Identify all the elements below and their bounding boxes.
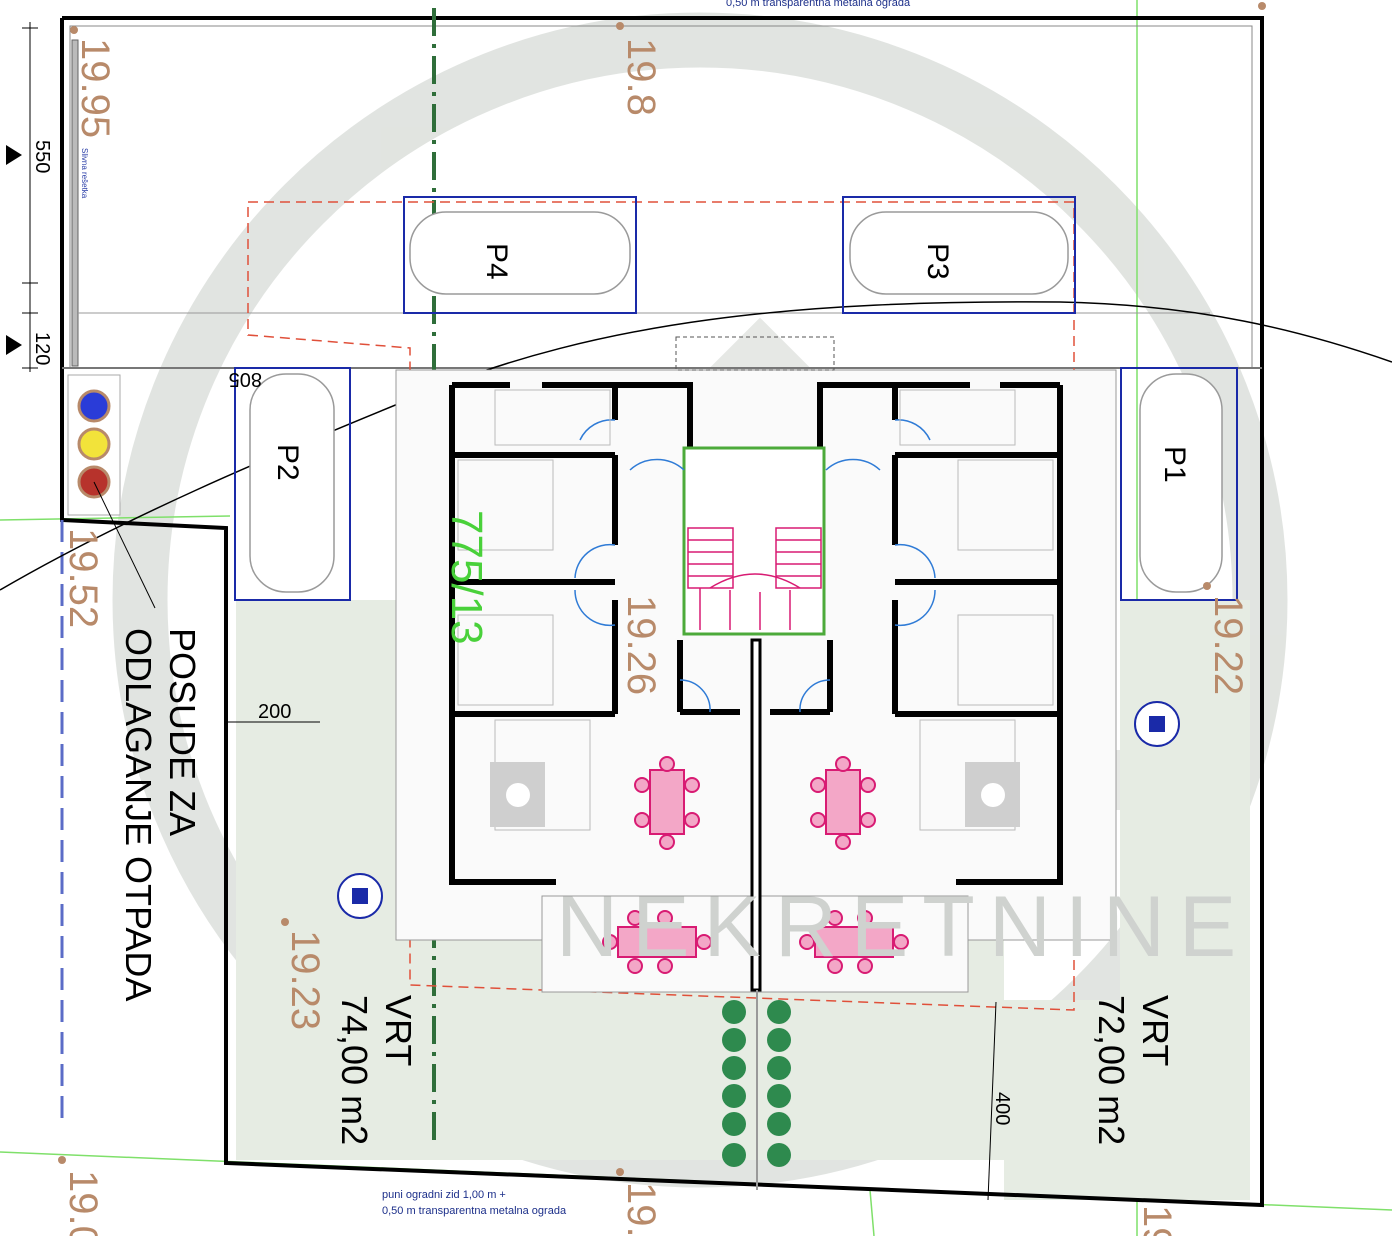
- parking-label-p3: P3: [921, 243, 954, 280]
- waste-bins: [67, 374, 121, 516]
- fence-note-bottom-1: puni ogradni zid 1,00 m +: [382, 1189, 506, 1201]
- watermark-text: NEKRETNINE: [556, 879, 1250, 975]
- waste-leader-line: [93, 481, 156, 609]
- building: [395, 336, 1117, 993]
- dimension-lines: [22, 22, 997, 1201]
- elevation-bottom-corner: 19.0: [61, 1170, 105, 1236]
- fence-note-bottom-2: 0,50 m transparentna metalna ograda: [382, 1205, 567, 1217]
- elevation-bottom-left: 19.23: [283, 930, 327, 1030]
- terrain-line: [0, 301, 1392, 591]
- drain-label: Slivna rešetka: [80, 148, 89, 199]
- parking-label-p2: P2: [271, 444, 304, 481]
- dim-120: 120: [31, 332, 53, 365]
- elevation-points: [58, 2, 1266, 1176]
- dim-550: 550: [31, 140, 53, 173]
- level-marker-1: [6, 145, 22, 165]
- dim-200: 200: [258, 701, 291, 723]
- elevation-top-center: 19.8: [619, 38, 663, 116]
- elevation-bottom-center: 19.: [619, 1182, 663, 1236]
- waste-label-line1: POSUDE ZA: [162, 628, 203, 836]
- fence-note-top: 0,50 m transparentna metalna ograda: [726, 0, 911, 9]
- garden-right-area: 72,00 m2: [1091, 995, 1132, 1145]
- elevation-left-mid: 19.52: [61, 528, 105, 628]
- garden-right-title: VRT: [1135, 995, 1176, 1066]
- dining-tables: [602, 756, 909, 974]
- waste-label-line2: ODLAGANJE OTPADA: [118, 628, 159, 1001]
- elevation-right-mid: 19.22: [1206, 595, 1250, 695]
- parcel-number: 775/13: [442, 510, 491, 645]
- parking-spaces: [234, 196, 1238, 601]
- garden-left-area: 74,00 m2: [334, 995, 375, 1145]
- elevation-center: 19.26: [619, 595, 663, 695]
- level-marker-2: [6, 335, 22, 355]
- hedge-trees: [722, 1000, 791, 1167]
- parking-label-p4: P4: [480, 243, 513, 280]
- elevation-top-left: 19.95: [73, 38, 117, 138]
- elevation-bottom-right: 19: [1135, 1205, 1179, 1236]
- dim-400: 400: [991, 1092, 1013, 1125]
- dim-805: 805: [229, 368, 262, 390]
- parking-label-p1: P1: [1158, 446, 1191, 483]
- drain-strip: [71, 39, 79, 367]
- garden-left-title: VRT: [378, 995, 419, 1066]
- manhole-grate-right: [1149, 716, 1165, 732]
- car-outlines: [249, 211, 1223, 593]
- manhole-grate-left: [352, 888, 368, 904]
